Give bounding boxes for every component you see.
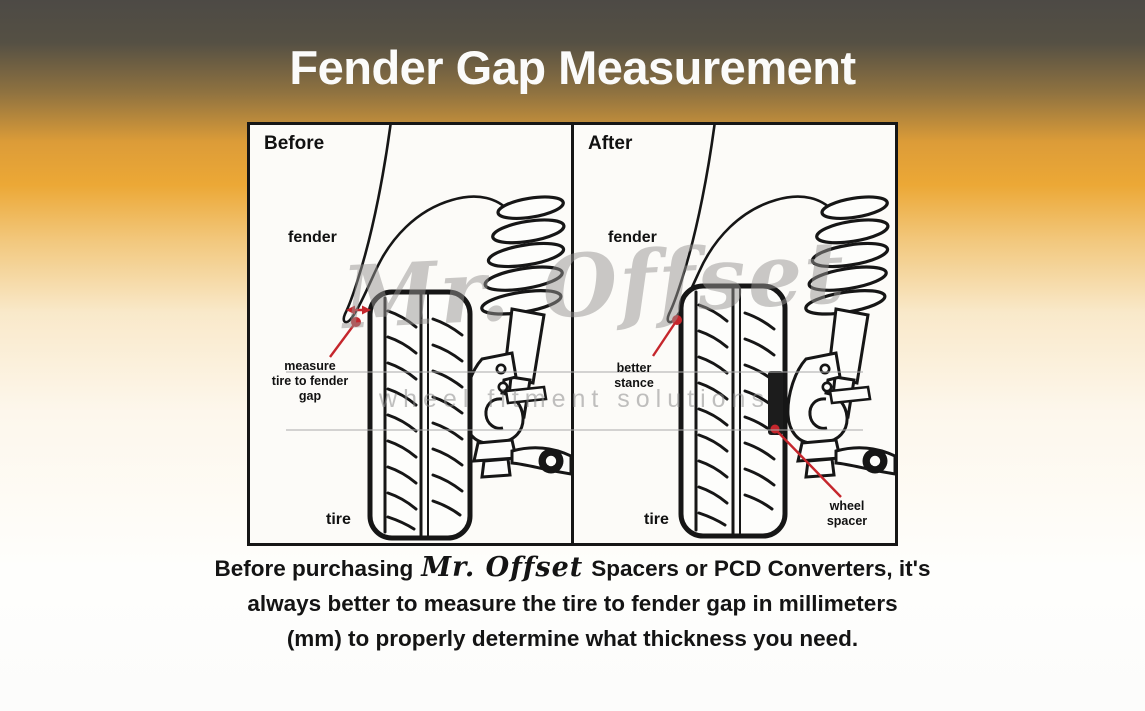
tire: [367, 289, 473, 541]
tire-label: tire: [326, 511, 351, 528]
ball-joint: [472, 438, 518, 479]
control-arm: [834, 446, 895, 476]
fender-outline: [342, 125, 510, 324]
caption-line-3: (mm) to properly determine what thicknes…: [286, 626, 859, 651]
panel-after: After fender tire better stance wheel sp…: [574, 125, 895, 543]
knuckle: [786, 351, 872, 445]
diagram-panels: Before fender tire measure tire to fende…: [247, 122, 898, 546]
wheel-spacer-bar: [768, 371, 783, 435]
coil-spring: [480, 195, 566, 316]
tire-label: tire: [644, 511, 669, 528]
brand-logo-inline: Mr. Offset: [421, 552, 584, 583]
stance-note: better stance: [614, 361, 654, 390]
gap-measure-arrow: [329, 305, 371, 358]
coil-spring: [804, 195, 890, 316]
panel-divider: [571, 125, 574, 543]
gap-note: measure tire to fender gap: [271, 359, 349, 403]
leader-line: [652, 319, 678, 357]
page-title: Fender Gap Measurement: [289, 41, 856, 94]
suspension-diagram-after-icon: [652, 125, 895, 539]
caption-line-2: always better to measure the tire to fen…: [247, 591, 898, 616]
fender-label: fender: [288, 229, 337, 246]
suspension-diagram-before-icon: [329, 125, 571, 541]
control-arm: [510, 446, 571, 476]
spacer-note: wheel spacer: [826, 499, 868, 528]
stance-arrow: [652, 315, 682, 357]
panel-before: Before fender tire measure tire to fende…: [250, 125, 571, 543]
leader-line: [329, 321, 357, 358]
fender-label: fender: [608, 229, 657, 246]
leader-line: [774, 428, 842, 498]
before-heading: Before: [264, 133, 325, 154]
after-heading: After: [588, 133, 633, 154]
